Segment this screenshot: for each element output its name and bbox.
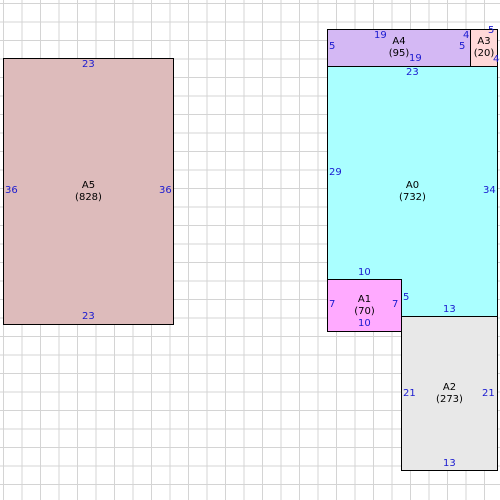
room-a0-name: A0 (405, 179, 420, 191)
room-a1[interactable]: A1 (70) (327, 279, 402, 332)
a1-right-dimension: 7 (392, 299, 399, 310)
room-a0-label: A0 (732) (399, 180, 426, 204)
room-a2-name: A2 (442, 381, 457, 393)
a5-bottom-dimension: 23 (82, 311, 95, 322)
a1-left-dimension: 7 (329, 299, 336, 310)
a0-left-dimension: 29 (329, 167, 342, 178)
a0-bottom-dimension-right: 13 (443, 304, 456, 315)
room-a5-area: (828) (75, 191, 102, 203)
room-a2-label: A2 (273) (436, 382, 463, 406)
room-a0-area: (732) (399, 191, 426, 203)
room-a4[interactable]: A4 (95) (327, 29, 471, 67)
a4-top-dimension: 19 (374, 30, 387, 41)
a0-top-dimension: 23 (406, 67, 419, 78)
room-a3[interactable]: A3 (20) (470, 29, 498, 67)
a3-left-dimension: 4 (463, 30, 470, 41)
a2-left-dimension: 21 (403, 388, 416, 399)
a1-bottom-dimension: 10 (358, 318, 371, 329)
a4-bottom-dimension: 19 (409, 53, 422, 64)
room-a4-label: A4 (95) (389, 36, 410, 60)
a3-right-dimension: 4 (493, 54, 500, 65)
a5-right-dimension: 36 (159, 185, 172, 196)
room-a2-area: (273) (436, 393, 463, 405)
room-a4-area: (95) (388, 48, 410, 59)
a4-left-dimension: 5 (329, 41, 336, 52)
room-a0[interactable]: A0 (732) (327, 66, 498, 317)
room-a5[interactable]: A5 (828) (3, 58, 174, 325)
room-a3-name: A3 (477, 36, 491, 47)
a2-right-dimension: 21 (482, 388, 495, 399)
a4-right-dimension: 5 (459, 41, 466, 52)
room-a5-name: A5 (81, 179, 96, 191)
a0-right-dimension: 34 (483, 185, 496, 196)
a5-top-dimension: 23 (82, 59, 95, 70)
room-a4-name: A4 (392, 36, 406, 47)
a0-step-dimension: 5 (403, 292, 410, 303)
a5-left-dimension: 36 (5, 185, 18, 196)
room-a2[interactable]: A2 (273) (401, 316, 498, 471)
room-a1-area: (70) (354, 305, 375, 317)
room-a1-label: A1 (70) (354, 294, 375, 318)
room-a5-label: A5 (828) (75, 180, 102, 204)
room-a3-label: A3 (20) (474, 36, 495, 60)
a0-bottom-dimension-left: 10 (358, 267, 371, 278)
a2-bottom-dimension: 13 (443, 458, 456, 469)
room-a3-area: (20) (473, 48, 495, 59)
a3-top-dimension: 5 (488, 25, 495, 36)
room-a1-name: A1 (357, 293, 372, 305)
